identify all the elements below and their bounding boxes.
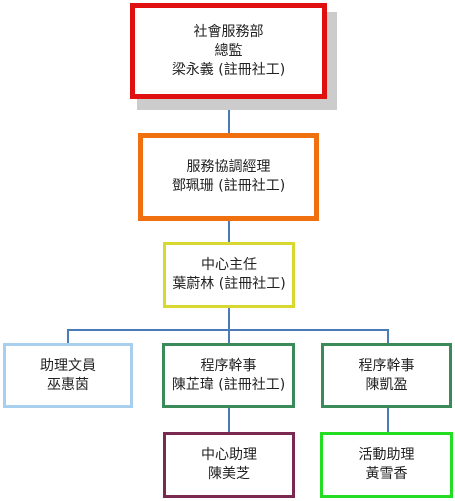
- node-officer-1-title: 程序幹事: [200, 357, 257, 374]
- connector-coordinator-supervisor: [228, 221, 230, 242]
- node-supervisor: 中心主任 葉蔚林 (註冊社工): [163, 242, 295, 308]
- node-assistant-name: 陳美芝: [208, 466, 250, 482]
- node-coordinator-title: 服務協調經理: [186, 159, 271, 175]
- connector-bus-clerk: [67, 329, 69, 343]
- node-director-title-2: 總監: [214, 42, 243, 59]
- node-coordinator-name: 鄧珮珊 (註冊社工): [171, 178, 286, 194]
- node-officer-2: 程序幹事 陳凱盈: [321, 343, 452, 408]
- node-director-name: 梁永義 (註冊社工): [171, 61, 286, 78]
- node-activity-assistant-title: 活動助理: [358, 447, 415, 463]
- node-supervisor-name: 葉蔚林 (註冊社工): [172, 276, 286, 292]
- connector-bus-officer-2: [387, 329, 389, 343]
- node-officer-2-title: 程序幹事: [358, 357, 415, 374]
- node-activity-assistant: 活動助理 黃雪香: [320, 432, 453, 498]
- node-officer-1-name: 陳芷瑋 (註冊社工): [171, 376, 286, 393]
- node-officer-1: 程序幹事 陳芷瑋 (註冊社工): [162, 343, 295, 408]
- node-clerk: 助理文員 巫惠茵: [3, 343, 133, 408]
- connector-bus-officer-1: [228, 329, 230, 343]
- node-assistant-title: 中心助理: [201, 447, 257, 463]
- connector-supervisor-bus: [228, 308, 230, 330]
- node-activity-assistant-name: 黃雪香: [365, 466, 408, 482]
- node-director: 社會服務部 總監 梁永義 (註冊社工): [130, 3, 327, 99]
- node-officer-2-name: 陳凱盈: [365, 376, 408, 393]
- node-supervisor-title: 中心主任: [201, 257, 257, 273]
- connector-officer-1-assistant: [228, 408, 230, 432]
- node-clerk-name: 巫惠茵: [47, 376, 89, 393]
- connector-director-coordinator: [228, 99, 230, 133]
- node-director-title: 社會服務部: [193, 23, 264, 40]
- connector-officer-2-activity: [387, 408, 389, 432]
- node-coordinator: 服務協調經理 鄧珮珊 (註冊社工): [138, 133, 319, 221]
- node-assistant: 中心助理 陳美芝: [163, 432, 295, 498]
- node-clerk-title: 助理文員: [40, 357, 96, 374]
